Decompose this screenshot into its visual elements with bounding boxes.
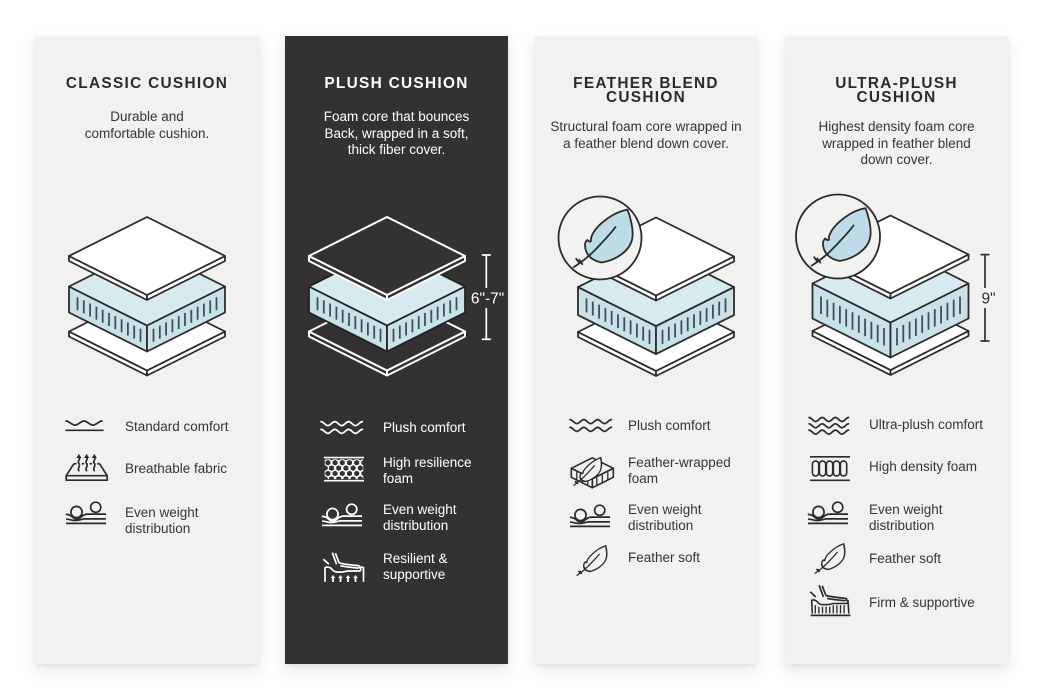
svg-text:6"-7": 6"-7": [471, 291, 504, 308]
svg-text:9": 9": [981, 291, 995, 308]
